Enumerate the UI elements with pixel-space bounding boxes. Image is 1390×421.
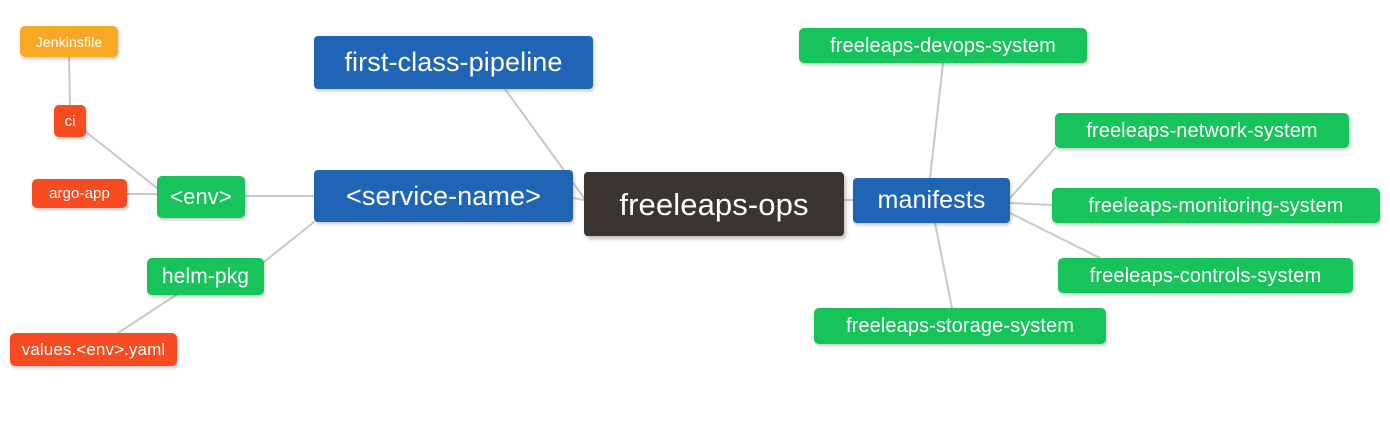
node-freeleaps-storage-system[interactable]: freeleaps-storage-system	[814, 308, 1106, 344]
node-freeleaps-devops-system[interactable]: freeleaps-devops-system	[799, 28, 1087, 63]
node-label: first-class-pipeline	[344, 47, 563, 77]
edge-helm-pkg-to-values-env-yaml	[117, 294, 177, 334]
node-label: helm-pkg	[161, 265, 250, 288]
edge-manifests-to-freeleaps-monitoring-system	[1009, 202, 1053, 206]
node-label: argo-app	[49, 185, 110, 202]
node-label: freeleaps-network-system	[1086, 119, 1318, 142]
node-freeleaps-ops[interactable]: freeleaps-ops	[584, 172, 844, 236]
node-label: ci	[64, 112, 76, 130]
node-label: values.<env>.yaml	[21, 340, 166, 359]
node-argo-app[interactable]: argo-app	[32, 179, 127, 208]
node-env[interactable]: <env>	[157, 176, 245, 218]
edge-manifests-to-freeleaps-devops-system	[929, 62, 944, 179]
edge-manifests-to-freeleaps-network-system	[1009, 147, 1056, 199]
edge-service-name-to-helm-pkg	[263, 221, 315, 263]
edge-ci-to-jenkinsfile	[68, 56, 71, 106]
node-freeleaps-monitoring-system[interactable]: freeleaps-monitoring-system	[1052, 188, 1380, 223]
node-first-class-pipeline[interactable]: first-class-pipeline	[314, 36, 593, 89]
node-label: freeleaps-devops-system	[830, 34, 1056, 57]
node-label: freeleaps-ops	[619, 186, 809, 222]
node-label: freeleaps-monitoring-system	[1088, 194, 1344, 217]
node-ci[interactable]: ci	[54, 105, 86, 137]
node-values-env-yaml[interactable]: values.<env>.yaml	[10, 333, 177, 366]
node-service-name[interactable]: <service-name>	[314, 170, 573, 222]
node-jenkinsfile[interactable]: Jenkinsfile	[20, 26, 118, 57]
node-label: <env>	[170, 184, 232, 209]
node-manifests[interactable]: manifests	[853, 178, 1010, 223]
node-label: Jenkinsfile	[35, 33, 103, 50]
node-label: manifests	[877, 186, 986, 214]
node-freeleaps-network-system[interactable]: freeleaps-network-system	[1055, 113, 1349, 148]
edge-manifests-to-freeleaps-storage-system	[934, 222, 953, 309]
node-label: freeleaps-controls-system	[1089, 264, 1322, 287]
node-helm-pkg[interactable]: helm-pkg	[147, 258, 264, 295]
node-label: <service-name>	[346, 180, 541, 211]
edge-freeleaps-ops-to-service-name	[572, 197, 585, 201]
node-label: freeleaps-storage-system	[845, 315, 1075, 337]
node-freeleaps-controls-system[interactable]: freeleaps-controls-system	[1058, 258, 1353, 293]
